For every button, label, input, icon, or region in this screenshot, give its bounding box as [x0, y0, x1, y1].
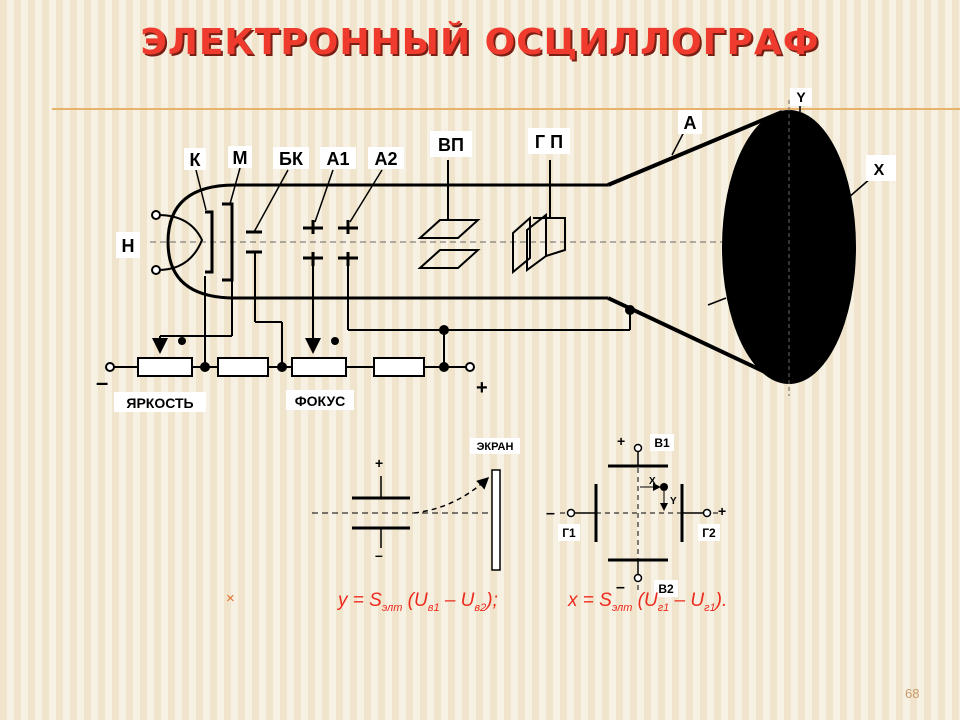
svg-text:X: X — [874, 162, 885, 179]
svg-text:К: К — [190, 150, 202, 170]
tube-label-k: К — [184, 148, 206, 170]
v1-plus-label: + — [617, 433, 625, 449]
left-minus-label: – — [375, 547, 383, 563]
svg-text:Г1: Г1 — [562, 526, 576, 540]
anode-a2 — [338, 220, 358, 266]
cathode — [205, 210, 214, 274]
svg-text:А1: А1 — [326, 149, 349, 169]
circuit — [105, 252, 631, 377]
svg-text:ВП: ВП — [438, 135, 464, 155]
svg-text:М: М — [233, 148, 248, 168]
minus-terminal-label: – — [96, 370, 108, 395]
tube-cone-top — [607, 110, 783, 187]
tube-label-a1: А1 — [320, 147, 356, 169]
svg-text:В2: В2 — [658, 582, 674, 596]
g1-minus-label: – — [546, 505, 555, 522]
deflection-diagram-right — [560, 443, 720, 592]
plus-terminal-label: + — [476, 377, 488, 399]
svg-text:БК: БК — [279, 149, 304, 169]
anode-a1 — [303, 220, 323, 266]
circuit-nodes — [178, 305, 635, 372]
bullet-icon: × — [226, 590, 235, 607]
focus-label: ФОКУС — [286, 390, 354, 410]
tube-label-m: М — [228, 146, 252, 168]
tube-label-y: Y — [790, 88, 812, 106]
tube-label-vp: ВП — [430, 131, 472, 157]
vertical-plates — [417, 160, 481, 269]
svg-text:Г2: Г2 — [702, 526, 716, 540]
tube-label-h: Н — [116, 232, 140, 258]
page-number: 68 — [905, 686, 920, 701]
tube-label-gp: Г П — [528, 128, 570, 154]
formula-x: x = Sэлт (Uг1 – Uг1). — [568, 590, 728, 614]
g2-label: Г2 — [698, 524, 720, 541]
svg-text:Y: Y — [796, 89, 806, 105]
svg-text:В1: В1 — [654, 436, 670, 450]
brightness-label: ЯРКОСТЬ — [114, 392, 206, 412]
deflection-diagram-left — [312, 469, 501, 571]
g1-label: Г1 — [558, 524, 580, 541]
right-x-label: X — [649, 476, 656, 487]
v2-label: В2 — [654, 580, 678, 597]
svg-text:Н: Н — [122, 236, 135, 256]
tube-cone-bottom — [607, 296, 783, 382]
svg-text:А2: А2 — [374, 149, 397, 169]
v2-minus-label: – — [616, 579, 625, 596]
heater — [151, 210, 204, 275]
svg-text:ЯРКОСТЬ: ЯРКОСТЬ — [126, 395, 193, 411]
beam-spot — [660, 483, 668, 491]
tube-label-a2: А2 — [368, 147, 404, 169]
svg-text:А: А — [684, 113, 697, 133]
modulator — [222, 202, 234, 282]
tube-label-a: А — [678, 110, 702, 134]
svg-text:ЭКРАН: ЭКРАН — [477, 441, 514, 453]
horizontal-plates — [512, 160, 566, 275]
svg-text:ФОКУС: ФОКУС — [295, 393, 346, 409]
screen-label: ЭКРАН — [470, 438, 520, 454]
right-y-label: Y — [670, 496, 677, 507]
tube-label-x: X — [866, 155, 896, 181]
left-plus-label: + — [375, 455, 383, 471]
tube-label-bk: БК — [273, 147, 309, 169]
v1-label: В1 — [650, 434, 674, 451]
slide-title: ЭЛЕКТРОННЫЙ ОСЦИЛЛОГРАФ — [140, 22, 820, 63]
svg-text:Г П: Г П — [535, 132, 563, 152]
formula-y: y = Sэлт (Uв1 – Uв2); — [338, 590, 498, 614]
title-rule — [52, 108, 960, 110]
g2-plus-label: + — [718, 503, 726, 519]
